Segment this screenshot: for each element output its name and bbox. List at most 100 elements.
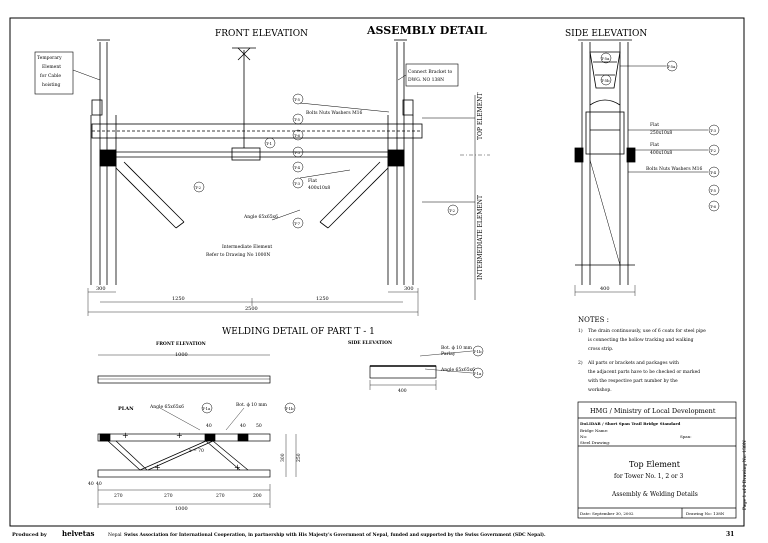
weld-plus-marks: + + + + xyxy=(122,431,241,472)
weld-front-view xyxy=(97,354,297,508)
side-flat-label: Flat xyxy=(650,142,659,148)
title-block xyxy=(577,401,737,519)
weld-side-angle-label: Angle 65x65x6 xyxy=(440,367,475,373)
weld-vertical-dim: 300 xyxy=(280,453,286,462)
dim: 1250 xyxy=(172,296,185,302)
dim: 1250 xyxy=(316,296,329,302)
part-tag: T-1b xyxy=(285,406,294,411)
part-tag: T-5 xyxy=(294,97,301,102)
part-tag: T-5b xyxy=(601,78,610,83)
part-tag: T-6 xyxy=(710,204,717,209)
tb-steel-drawing: Steel Drawing: xyxy=(580,440,610,445)
tb-date: Date: September 30, 2002 xyxy=(580,511,634,516)
weld-angle-label: Angle 65x65x6 xyxy=(149,404,184,410)
weld-segment-dims: 40 40 270 270 270 200 40 50 40 xyxy=(88,423,262,499)
part-tag: T-5a xyxy=(667,64,676,69)
intermediate-label: Intermediate Element xyxy=(222,244,272,250)
dim: 270 xyxy=(114,493,123,499)
note-line: cross strip. xyxy=(588,346,614,352)
temp-element-line: Element xyxy=(42,64,61,70)
part-tag: T-3 xyxy=(710,128,717,133)
flat-label: Flat xyxy=(308,178,317,184)
tb-no: No: xyxy=(580,434,587,439)
dim: 270 xyxy=(164,493,173,499)
weld-side-bar-label: Bot. ϕ 10 mm xyxy=(441,345,473,351)
front-tags: T-5 T-5 T-6 T-4 T-3 T-1 T-2 T-2 T-7 T-3 xyxy=(193,93,459,229)
svg-text:+: + xyxy=(234,463,241,472)
dim: 200 xyxy=(253,493,262,499)
footer-page: 31 xyxy=(726,531,734,538)
side-elevation-title: SIDE ELEVATION xyxy=(565,29,647,39)
svg-text:+: + xyxy=(122,431,129,440)
dim: 40 xyxy=(88,481,94,487)
tb-org: HMG / Ministry of Local Development xyxy=(590,407,716,415)
part-tag: T-2 xyxy=(710,148,717,153)
temp-element-label: Temporary Element for Cable hoisting xyxy=(37,55,62,88)
weld-dim-top: 1000 xyxy=(175,352,188,358)
note-number: 2) xyxy=(578,359,583,366)
part-tag: T-3 xyxy=(294,150,301,155)
side-bolts-label: Bolts Nuts Washers M16 xyxy=(646,166,703,172)
intermediate-element-label: INTERMEDIATE ELEMENT xyxy=(477,195,484,280)
front-elevation xyxy=(34,39,490,316)
dim: 300 xyxy=(404,286,414,292)
plan-title: PLAN xyxy=(118,406,134,412)
temp-element-line: hoisting xyxy=(42,82,61,88)
note-line: with the respective part number by the xyxy=(588,378,678,384)
note-line: is connecting the hollow tracking and wa… xyxy=(588,337,694,343)
part-tag: T-7 xyxy=(294,221,301,226)
connect-bracket-line: DWG. NO 138N xyxy=(408,77,444,83)
sheet-border xyxy=(9,17,745,527)
part-tag: T-1b xyxy=(473,349,482,354)
side-tags: T-5a T-5b T-5a T-3 T-2 T-4 T-5 T-6 xyxy=(600,52,720,212)
weld-bot-label: Bot. ϕ 10 mm xyxy=(236,402,268,408)
tb-subject: Assembly & Welding Details xyxy=(611,491,698,498)
side-elevation xyxy=(574,39,708,296)
welding-detail-title: WELDING DETAIL OF PART T - 1 xyxy=(222,327,375,337)
dim: 40 xyxy=(96,481,102,487)
tb-side-note: Page 1 of 2 Drawing No. 138N xyxy=(742,440,748,510)
weld-side-dim: 400 xyxy=(398,388,407,394)
part-tag: T-4 xyxy=(710,170,717,175)
weld-vertical-dim: 250 xyxy=(296,453,302,462)
part-tag: T-5 xyxy=(710,188,717,193)
dim: 40 xyxy=(206,423,212,429)
weld-side-bar-sub: Parlay xyxy=(441,351,456,357)
part-tag: T-3 xyxy=(294,181,301,186)
side-flat-label: Flat xyxy=(650,122,659,128)
temp-element-line: Temporary xyxy=(37,55,62,61)
flat-label: 400x10x8 xyxy=(308,185,330,191)
front-elevation-title: FRONT ELEVATION xyxy=(215,29,308,39)
weld-dim-bottom: 1000 xyxy=(175,506,188,512)
tb-span: Span: xyxy=(680,434,692,439)
angle-label: Angle 65x65x6 xyxy=(243,214,278,220)
tb-drawing-no: Drawing No: 138N xyxy=(686,511,725,516)
intermediate-label: Refer to Drawing No 1000N xyxy=(206,252,270,258)
temp-element-line: for Cable xyxy=(40,73,61,79)
svg-text:+: + xyxy=(154,463,161,472)
note-line: the adjacent parts have to be checked or… xyxy=(588,369,700,375)
side-flat-label: 400x10x8 xyxy=(650,150,672,156)
assembly-detail-title: ASSEMBLY DETAIL xyxy=(366,24,487,37)
part-tag: T-1a xyxy=(473,371,482,376)
note-line: All parts or brackets and packages with xyxy=(587,360,679,366)
part-tag: T-2 xyxy=(449,208,456,213)
svg-text:+: + xyxy=(176,431,183,440)
top-element-label: TOP ELEMENT xyxy=(477,93,484,140)
footer-brand-sub: Nepal xyxy=(108,532,122,538)
footer-brand: helvetas xyxy=(62,529,94,538)
bolts-label: Bolts Nuts Washers M16 xyxy=(306,110,363,116)
note-number: 1) xyxy=(578,327,583,334)
side-flat-label: 250x10x8 xyxy=(650,130,672,136)
tb-subtitle: for Tower No. 1, 2 or 3 xyxy=(614,473,684,480)
tb-bridge-name: Bridge Name: xyxy=(580,428,608,433)
weld-side-view xyxy=(369,350,473,390)
weld-tags: T-1a T-1b T-1b T-1a xyxy=(201,345,484,414)
dim: 270 xyxy=(216,493,225,499)
note-line: workshop. xyxy=(588,387,612,393)
connect-bracket-line: Connect Bracket to xyxy=(408,69,452,75)
part-tag: T-5 xyxy=(294,117,301,122)
part-tag: T-1a xyxy=(202,406,211,411)
notes: NOTES : 1) The drain continuously, use o… xyxy=(578,316,706,393)
weld-angle-deg: x = 70 xyxy=(189,448,204,454)
